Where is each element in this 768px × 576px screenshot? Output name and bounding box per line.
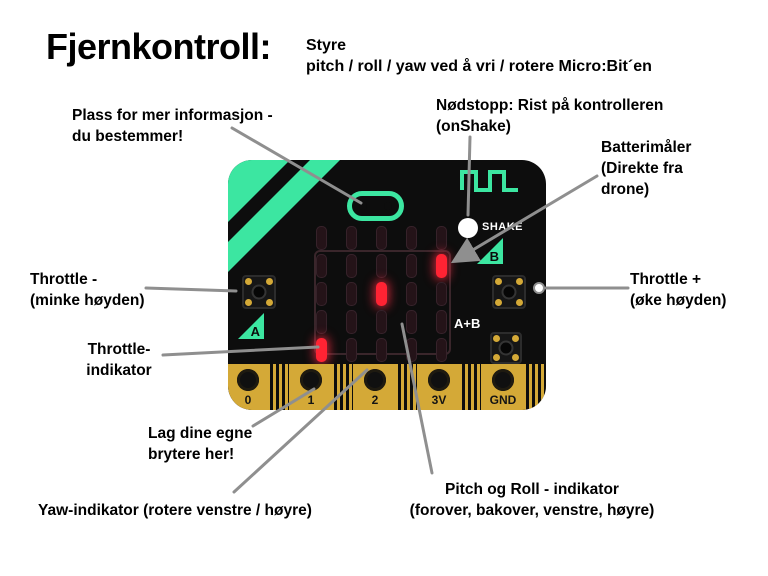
button-corner-pin <box>266 299 273 306</box>
pin-2: 2 <box>353 364 397 410</box>
button-b <box>492 275 526 309</box>
button-corner-pin <box>245 299 252 306</box>
connector-fingers <box>526 364 546 410</box>
led-2-2 <box>376 282 387 306</box>
button-corner-pin <box>495 299 502 306</box>
label-battery-meter: Batterimåler (Direkte fra drone) <box>601 139 692 198</box>
led-1-1 <box>346 254 357 278</box>
button-plunger <box>498 340 514 356</box>
led-3-3 <box>406 310 417 334</box>
connector-fingers <box>270 364 289 410</box>
button-ab <box>490 332 522 364</box>
pin-3v: 3V <box>417 364 461 410</box>
button-corner-pin <box>495 278 502 285</box>
edge-connector: 0 1 2 3V GND <box>228 364 546 410</box>
button-plunger <box>251 284 267 300</box>
button-corner-pin <box>512 354 519 361</box>
led-2-0 <box>376 226 387 250</box>
subtitle-line2: pitch / roll / yaw ved å vri / rotere Mi… <box>306 58 652 75</box>
arrow-throttle-minus-to-button-a <box>144 286 238 293</box>
connector-fingers <box>334 364 353 410</box>
led-2-4 <box>376 338 387 362</box>
subtitle-line1: Styre <box>306 37 347 54</box>
led-3-4 <box>406 338 417 362</box>
led-1-2 <box>346 282 357 306</box>
label-emergency-stop: Nødstopp: Rist på kontrolleren (onShake) <box>436 97 664 135</box>
page-subtitle: Styre pitch / roll / yaw ved å vri / rot… <box>306 35 652 77</box>
button-corner-pin <box>493 354 500 361</box>
led-0-3 <box>316 310 327 334</box>
button-corner-pin <box>512 335 519 342</box>
microbit-logo-oval <box>347 191 404 221</box>
pin-1: 1 <box>289 364 333 410</box>
led-3-2 <box>406 282 417 306</box>
pin-hole <box>364 369 386 391</box>
pin-hole <box>492 369 514 391</box>
led-4-0 <box>436 226 447 250</box>
connector-fingers <box>398 364 417 410</box>
led-0-1 <box>316 254 327 278</box>
led-1-0 <box>346 226 357 250</box>
label-yaw-indicator: Yaw-indikator (rotere venstre / høyre) <box>38 502 312 519</box>
pin-label: GND <box>489 393 517 407</box>
label-info-space: Plass for mer informasjon - du bestemmer… <box>72 107 273 145</box>
page-title: Fjernkontroll: <box>46 26 272 67</box>
led-0-4 <box>316 338 327 362</box>
led-4-2 <box>436 282 447 306</box>
led-4-4 <box>436 338 447 362</box>
pin-label: 1 <box>307 393 315 407</box>
microbit-device: SHAKE B A A+B <box>228 160 546 410</box>
led-1-4 <box>346 338 357 362</box>
label-throttle-minus: Throttle - (minke høyden) <box>30 271 145 309</box>
label-custom-switches: Lag dine egne brytere her! <box>148 425 253 463</box>
led-0-0 <box>316 226 327 250</box>
led-2-3 <box>376 310 387 334</box>
led-4-3 <box>436 310 447 334</box>
button-plunger <box>501 284 517 300</box>
led-1-3 <box>346 310 357 334</box>
label-throttle-indicator: Throttle- indikator <box>86 341 152 379</box>
triangle-a-label: A <box>250 324 260 339</box>
logo-hole-right <box>384 202 392 210</box>
led-3-0 <box>406 226 417 250</box>
pin-gnd: GND <box>481 364 525 410</box>
led-4-1 <box>436 254 447 278</box>
button-corner-pin <box>245 278 252 285</box>
pin-hole <box>237 369 259 391</box>
pin-label: 2 <box>371 393 379 407</box>
pin-hole <box>300 369 322 391</box>
pin-label: 0 <box>244 393 252 407</box>
button-corner-pin <box>493 335 500 342</box>
pin-hole <box>428 369 450 391</box>
label-pitch-roll-indicator: Pitch og Roll - indikator (forover, bako… <box>409 481 655 519</box>
logo-hole-left <box>359 202 367 210</box>
label-throttle-plus: Throttle + (øke høyden) <box>630 271 727 309</box>
button-a <box>242 275 276 309</box>
led-2-1 <box>376 254 387 278</box>
pin-label: 3V <box>431 393 447 407</box>
button-corner-pin <box>516 299 523 306</box>
pin-0: 0 <box>228 364 270 410</box>
connector-fingers <box>462 364 481 410</box>
led-3-1 <box>406 254 417 278</box>
led-0-2 <box>316 282 327 306</box>
button-corner-pin <box>266 278 273 285</box>
button-corner-pin <box>516 278 523 285</box>
button-ab-label: A+B <box>454 316 481 331</box>
